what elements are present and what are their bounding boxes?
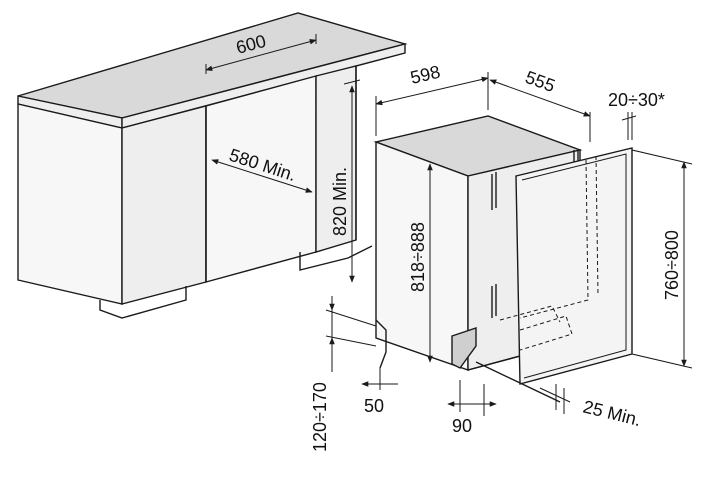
- label-door-height: 760÷800: [662, 230, 682, 300]
- dishwasher: [373, 115, 633, 403]
- label-plinth-height: 120÷170: [310, 382, 330, 452]
- label-appliance-width: 598: [408, 62, 442, 88]
- dishwasher-door: [515, 147, 633, 385]
- dimension-lines: [205, 34, 693, 416]
- label-niche-height-min: 820 Min.: [330, 167, 350, 236]
- label-plinth-depth: 90: [452, 416, 472, 436]
- kitchen-cabinet: [17, 12, 408, 319]
- left-cabinet-front: [121, 105, 207, 305]
- niche-back-wall: [205, 75, 317, 283]
- label-door-clearance-min: 25 Min.: [581, 396, 643, 430]
- dishwasher-plinth: [451, 327, 477, 369]
- label-appliance-height: 818÷888: [408, 222, 428, 292]
- label-door-offset: 20÷30*: [608, 90, 665, 110]
- left-cabinet-side: [17, 103, 123, 305]
- label-plinth-setback: 50: [364, 396, 384, 416]
- label-appliance-depth: 555: [523, 67, 558, 96]
